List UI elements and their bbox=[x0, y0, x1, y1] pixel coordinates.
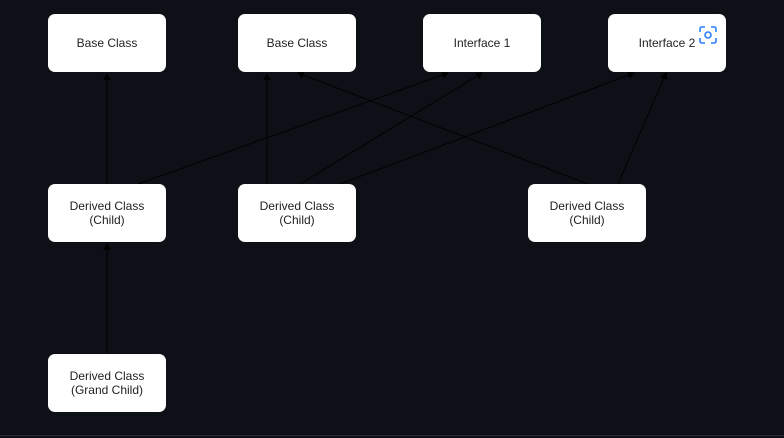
node-label: Interface 2 bbox=[638, 36, 696, 50]
node-derived-child-3[interactable]: Derived Class (Child) bbox=[528, 184, 646, 242]
node-base-class-1[interactable]: Base Class bbox=[48, 14, 166, 72]
bottom-divider bbox=[0, 435, 784, 436]
focus-frame-icon[interactable] bbox=[698, 25, 718, 45]
node-label: Derived Class (Child) bbox=[69, 199, 145, 227]
node-label: Base Class bbox=[266, 36, 328, 50]
node-label: Interface 1 bbox=[453, 36, 511, 50]
node-label: Derived Class (Child) bbox=[549, 199, 625, 227]
edge-derived1-to-iface1 bbox=[137, 71, 449, 185]
node-interface-1[interactable]: Interface 1 bbox=[423, 14, 541, 72]
node-derived-child-2[interactable]: Derived Class (Child) bbox=[238, 184, 356, 242]
edge-derived2-to-iface1 bbox=[299, 72, 483, 185]
node-base-class-2[interactable]: Base Class bbox=[238, 14, 356, 72]
node-derived-grand-child[interactable]: Derived Class (Grand Child) bbox=[48, 354, 166, 412]
edge-derived3-to-base2 bbox=[297, 71, 589, 185]
node-label: Derived Class (Grand Child) bbox=[69, 369, 145, 397]
node-label: Derived Class (Child) bbox=[259, 199, 335, 227]
edge-derived3-to-iface2 bbox=[617, 72, 668, 185]
node-interface-2[interactable]: Interface 2 bbox=[608, 14, 726, 72]
edge-derived2-to-iface2 bbox=[339, 71, 635, 185]
node-label: Base Class bbox=[76, 36, 138, 50]
node-derived-child-1[interactable]: Derived Class (Child) bbox=[48, 184, 166, 242]
